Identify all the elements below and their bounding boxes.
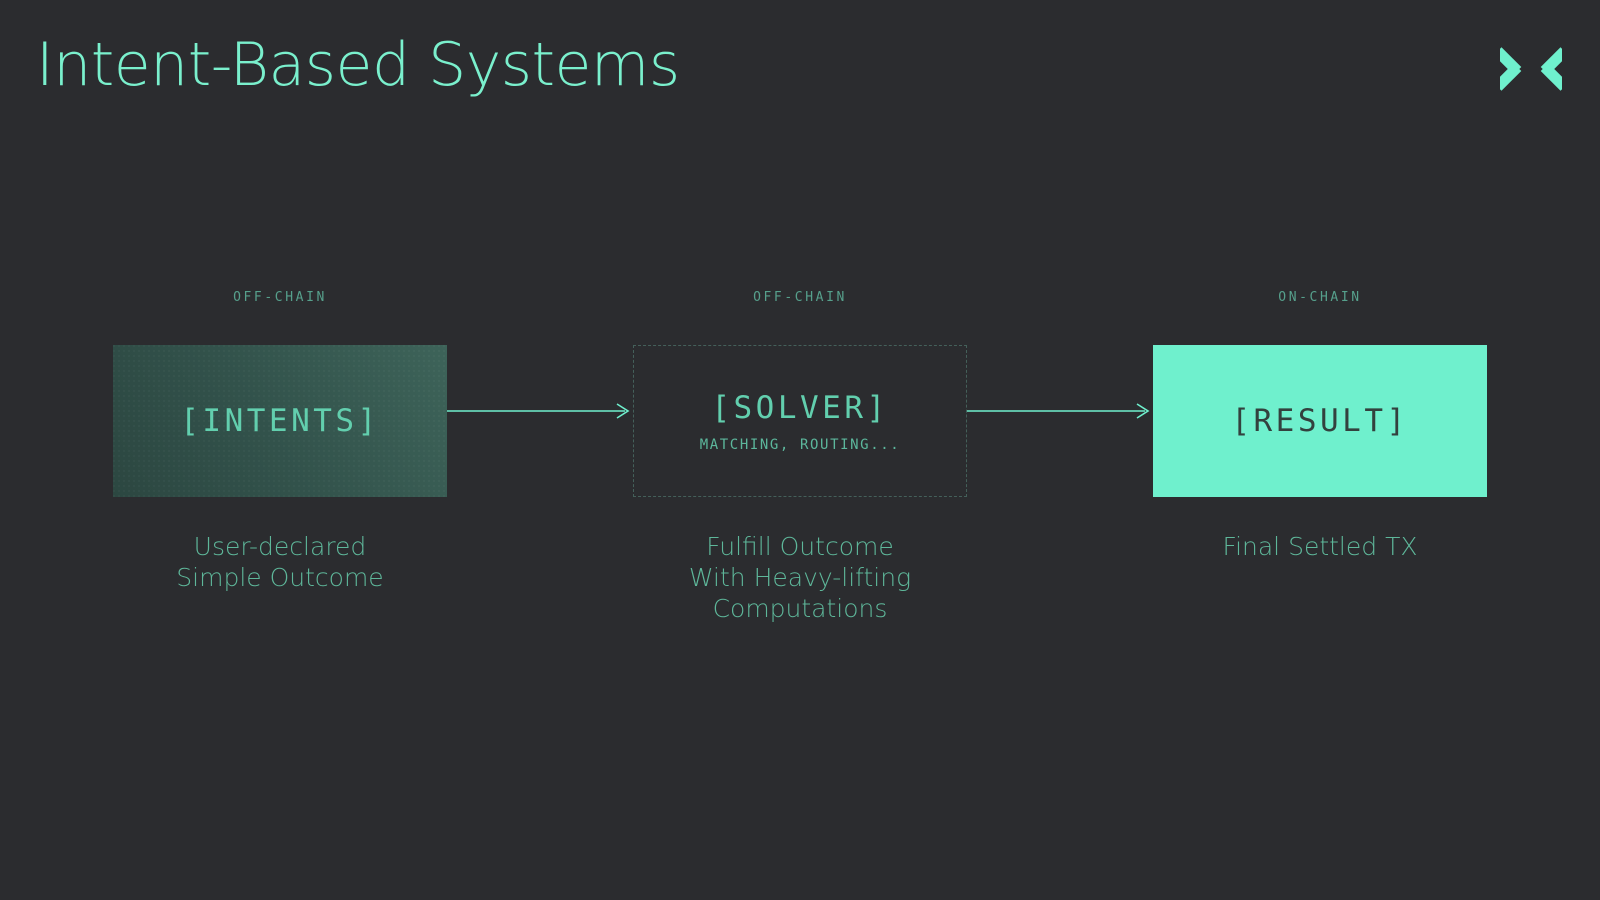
stage-caption-solver: Fulfill Outcome With Heavy-lifting Compu… <box>688 532 912 623</box>
arrow-solver-to-result <box>967 403 1153 419</box>
flow-diagram: OFF-CHAIN [INTENTS] User-declared Simple… <box>0 290 1600 624</box>
x-mark-logo <box>1500 38 1562 100</box>
stage-tag-solver: OFF-CHAIN <box>753 290 847 305</box>
stage-box-label-result: [RESULT] <box>1231 403 1409 439</box>
arrow-intents-to-solver <box>447 403 633 419</box>
stage-box-sublabel-solver: MATCHING, ROUTING... <box>699 436 901 453</box>
stage-caption-result: Final Settled TX <box>1222 532 1418 561</box>
stage-box-label-intents: [INTENTS] <box>180 403 380 439</box>
stage-caption-intents: User-declared Simple Outcome <box>176 532 384 592</box>
stage-result: ON-CHAIN [RESULT] Final Settled TX <box>1153 290 1487 562</box>
stage-box-label-solver: [SOLVER] <box>711 389 889 426</box>
stage-box-solver: [SOLVER] MATCHING, ROUTING... <box>633 345 967 497</box>
stage-tag-intents: OFF-CHAIN <box>233 290 327 305</box>
stage-box-result: [RESULT] <box>1153 345 1487 497</box>
page-title: Intent-Based Systems <box>36 30 680 100</box>
stage-tag-result: ON-CHAIN <box>1278 290 1362 305</box>
stage-solver: OFF-CHAIN [SOLVER] MATCHING, ROUTING... … <box>633 290 967 624</box>
stage-intents: OFF-CHAIN [INTENTS] User-declared Simple… <box>113 290 447 593</box>
stage-box-intents: [INTENTS] <box>113 345 447 497</box>
